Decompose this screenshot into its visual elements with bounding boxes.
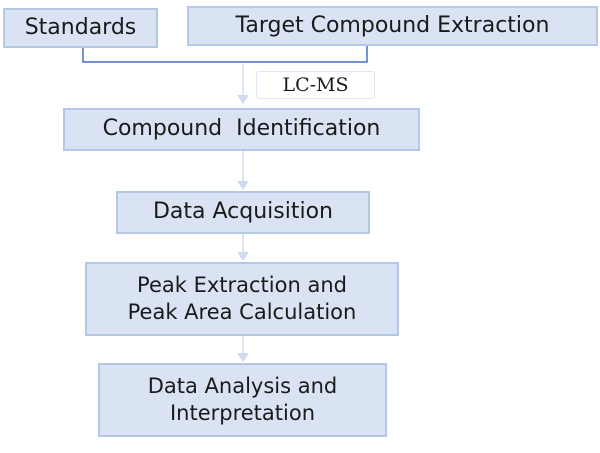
node-data-acquisition-label: Data Acquisition bbox=[152, 199, 334, 225]
node-peak-extraction-line2: Peak Area Calculation bbox=[127, 300, 357, 324]
node-target-extraction-label: Target Compound Extraction bbox=[235, 12, 550, 38]
node-data-acquisition: Data Acquisition bbox=[116, 191, 370, 234]
node-peak-extraction-line1: Peak Extraction and bbox=[137, 272, 347, 297]
merge-bracket bbox=[82, 46, 368, 63]
edge-label-lcms: LC-MS bbox=[256, 71, 375, 99]
node-standards: Standards bbox=[3, 8, 158, 48]
node-compound-identification: Compound Identification bbox=[63, 108, 420, 151]
arrow-head bbox=[237, 252, 249, 261]
node-peak-extraction: Peak Extraction and Peak Area Calculatio… bbox=[85, 262, 399, 336]
node-standards-label: Standards bbox=[24, 14, 137, 40]
arrow-head bbox=[237, 181, 249, 190]
arrow-head bbox=[237, 95, 249, 104]
node-target-extraction: Target Compound Extraction bbox=[187, 6, 598, 46]
node-compound-identification-label: Compound Identification bbox=[102, 116, 381, 142]
arrow-head bbox=[237, 353, 249, 362]
node-data-analysis-line1: Data Analysis and bbox=[147, 373, 338, 398]
node-data-analysis-line2: Interpretation bbox=[169, 401, 316, 425]
node-data-analysis: Data Analysis and Interpretation bbox=[98, 363, 387, 437]
